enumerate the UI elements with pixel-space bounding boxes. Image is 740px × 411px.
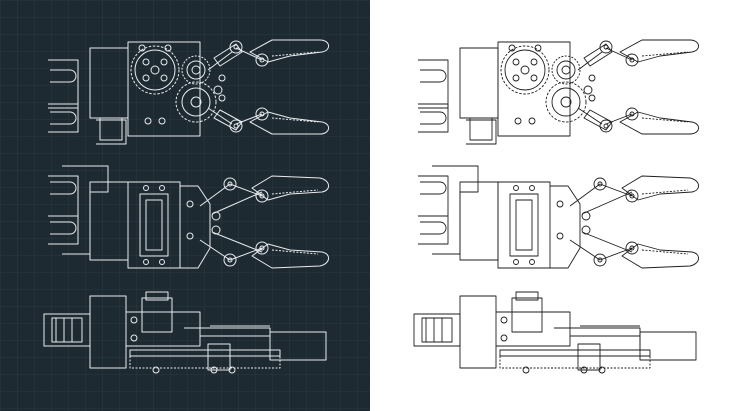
light-blueprint-panel — [370, 0, 740, 411]
dark-blueprint-panel — [0, 0, 370, 411]
